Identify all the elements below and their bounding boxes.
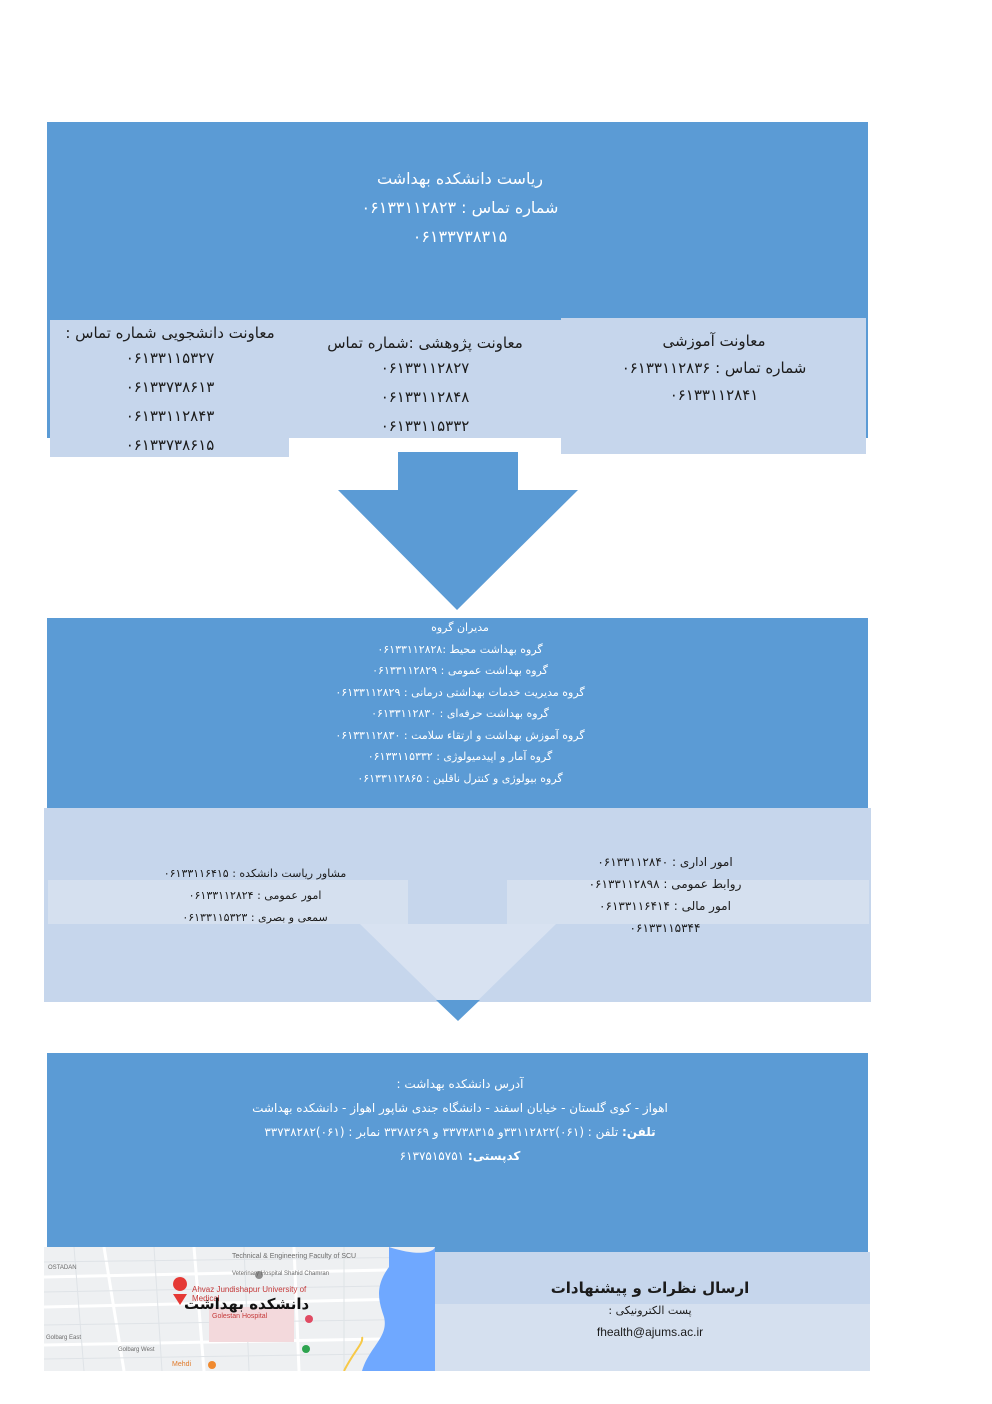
right-units-inner	[507, 880, 869, 924]
map-place-label: Golestan Hospital	[212, 1313, 268, 1320]
location-pin-icon	[173, 1277, 188, 1305]
address-text: اهواز - کوی گلستان - خیابان اسفند - دانش…	[252, 1101, 668, 1115]
map-canvas	[44, 1247, 435, 1371]
unit-line: ۰۶۱۳۳۱۱۵۳۴۴	[629, 921, 701, 935]
feedback-title: ارسال نظرات و پیشنهادات	[550, 1279, 750, 1297]
research-phone: ۰۶۱۳۳۱۱۲۸۴۸	[380, 388, 470, 406]
student-deputy-heading: معاونت دانشجویی شماره تماس :	[65, 324, 275, 342]
education-deputy-heading: معاونت آموزشی	[662, 332, 766, 350]
education-deputy-box	[561, 318, 866, 454]
unit-line: امور مالی : ۰۶۱۳۳۱۱۶۴۱۴	[599, 899, 731, 913]
address-phone: تلفن: تلفن : (۰۶۱)۳۳۱۱۲۸۲۲و ۳۳۷۳۸۳۱۵ و ۳…	[180, 1120, 740, 1144]
address-postal-label: کدپستی:	[467, 1149, 521, 1163]
group-line: گروه آموزش بهداشت و ارتقاء سلامت : ۰۶۱۳۳…	[335, 728, 585, 742]
feedback-email-link[interactable]: fhealth@ajums.ac.ir	[596, 1325, 704, 1339]
dean-phone: شماره تماس : ۰۶۱۳۳۱۱۲۸۲۳	[361, 198, 559, 217]
unit-line: سمعی و بصری : ۰۶۱۳۳۱۱۵۳۲۳	[182, 911, 328, 924]
feedback-header-band	[435, 1252, 870, 1304]
address-title: آدرس دانشکده بهداشت :	[396, 1077, 524, 1091]
address-phone-value: تلفن : (۰۶۱)۳۳۱۱۲۸۲۲و ۳۳۷۳۸۳۱۵ و ۳۳۷۸۲۶۹…	[264, 1125, 619, 1139]
map-place-label: Veterinary Hospital Shahid Chamran	[232, 1271, 330, 1277]
group-line: گروه بهداشت محیط :۰۶۱۳۳۱۱۲۸۲۸	[377, 642, 543, 656]
research-deputy-box	[289, 320, 561, 438]
student-deputy-box	[50, 320, 289, 457]
address-postal-value: ۶۱۳۷۵۱۵۷۵۱	[399, 1149, 465, 1163]
student-phone: ۰۶۱۳۳۱۱۵۳۲۷	[125, 349, 215, 367]
address-phone-label: تلفن:	[622, 1125, 656, 1139]
student-phone: ۰۶۱۳۳۷۳۸۶۱۳	[125, 378, 215, 396]
right-units: امور اداری : ۰۶۱۳۳۱۱۲۸۴۰ روابط عمومی : ۰…	[540, 851, 790, 939]
down-arrow-icon	[436, 1000, 480, 1021]
map-place-label: Technical & Engineering Faculty of SCU	[232, 1253, 357, 1260]
unit-line: روابط عمومی : ۰۶۱۳۳۱۱۲۸۹۸	[588, 877, 742, 891]
unit-line: مشاور ریاست دانشکده : ۰۶۱۳۳۱۱۶۴۱۵	[163, 867, 347, 880]
dean-title: ریاست دانشکده بهداشت	[376, 169, 544, 188]
address-box	[47, 1053, 868, 1253]
river	[362, 1247, 435, 1371]
group-line: گروه بیولوژی و کنترل ناقلین : ۰۶۱۳۳۱۱۲۸۶…	[357, 771, 563, 785]
research-phone: ۰۶۱۳۳۱۱۵۳۳۲	[380, 417, 470, 435]
map-label: دانشکده بهداشت	[184, 1295, 310, 1313]
map[interactable]: OSTADAN Technical & Engineering Faculty …	[44, 1247, 435, 1371]
group-line: گروه بهداشت حرفه‌ای : ۰۶۱۳۳۱۱۲۸۳۰	[371, 707, 549, 720]
research-deputy-heading: معاونت پژوهشی :شماره تماس	[327, 334, 523, 352]
map-street-label: Golbarg East	[46, 1335, 82, 1341]
groups-title: مدیران گروه	[431, 621, 489, 634]
student-phone: ۰۶۱۳۳۷۳۸۶۱۵	[125, 436, 215, 454]
student-phone: ۰۶۱۳۳۱۱۲۸۴۳	[125, 407, 215, 425]
map-place-label: Ahvaz Jundishapur University of Medical	[192, 1285, 307, 1303]
group-line: گروه آمار و اپیدمیولوژی : ۰۶۱۳۳۱۱۵۳۳۲	[367, 750, 553, 763]
group-line: گروه بهداشت عمومی : ۰۶۱۳۳۱۱۲۸۲۹	[372, 664, 548, 677]
unit-line: امور عمومی : ۰۶۱۳۳۱۱۲۸۲۴	[188, 889, 322, 902]
education-phone: ۰۶۱۳۳۱۱۲۸۴۱	[669, 386, 759, 404]
map-street-label: Golbarg West	[118, 1347, 155, 1353]
research-phone: ۰۶۱۳۳۱۱۲۸۲۷	[380, 359, 470, 377]
down-arrow-icon	[338, 452, 578, 610]
left-units: مشاور ریاست دانشکده : ۰۶۱۳۳۱۱۶۴۱۵ امور ع…	[90, 863, 420, 929]
education-phone: شماره تماس : ۰۶۱۳۳۱۱۲۸۳۶	[621, 359, 807, 377]
dean-phone-2: ۰۶۱۳۳۷۳۸۳۱۵	[412, 227, 508, 246]
address-postal: کدپستی: ۶۱۳۷۵۱۵۷۵۱	[180, 1144, 740, 1168]
address-info: آدرس دانشکده بهداشت : اهواز - کوی گلستان…	[180, 1072, 740, 1168]
map-place-label: Mehdi	[172, 1361, 192, 1368]
student-deputy: معاونت دانشجویی شماره تماس : ۰۶۱۳۳۱۱۵۳۲۷…	[52, 322, 288, 460]
feedback-email-label: پست الکترونیکی :	[608, 1304, 692, 1317]
map-street-label: OSTADAN	[48, 1265, 77, 1271]
down-arrow-icon	[360, 924, 556, 1020]
feedback-info: ارسال نظرات و پیشنهادات پست الکترونیکی :…	[500, 1275, 800, 1343]
groups-info: مدیران گروه گروه بهداشت محیط :۰۶۱۳۳۱۱۲۸۲…	[230, 617, 690, 789]
education-deputy: معاونت آموزشی شماره تماس : ۰۶۱۳۳۱۱۲۸۳۶ ۰…	[566, 328, 862, 409]
groups-box	[47, 618, 868, 808]
left-units-inner	[48, 880, 408, 924]
group-line: گروه مدیریت خدمات بهداشتی درمانی : ۰۶۱۳۳…	[335, 685, 585, 699]
research-deputy: معاونت پژوهشی :شماره تماس ۰۶۱۳۳۱۱۲۸۲۷ ۰۶…	[292, 332, 558, 441]
dean-info: ریاست دانشکده بهداشت شماره تماس : ۰۶۱۳۳۱…	[250, 164, 670, 251]
unit-line: امور اداری : ۰۶۱۳۳۱۱۲۸۴۰	[597, 855, 733, 869]
